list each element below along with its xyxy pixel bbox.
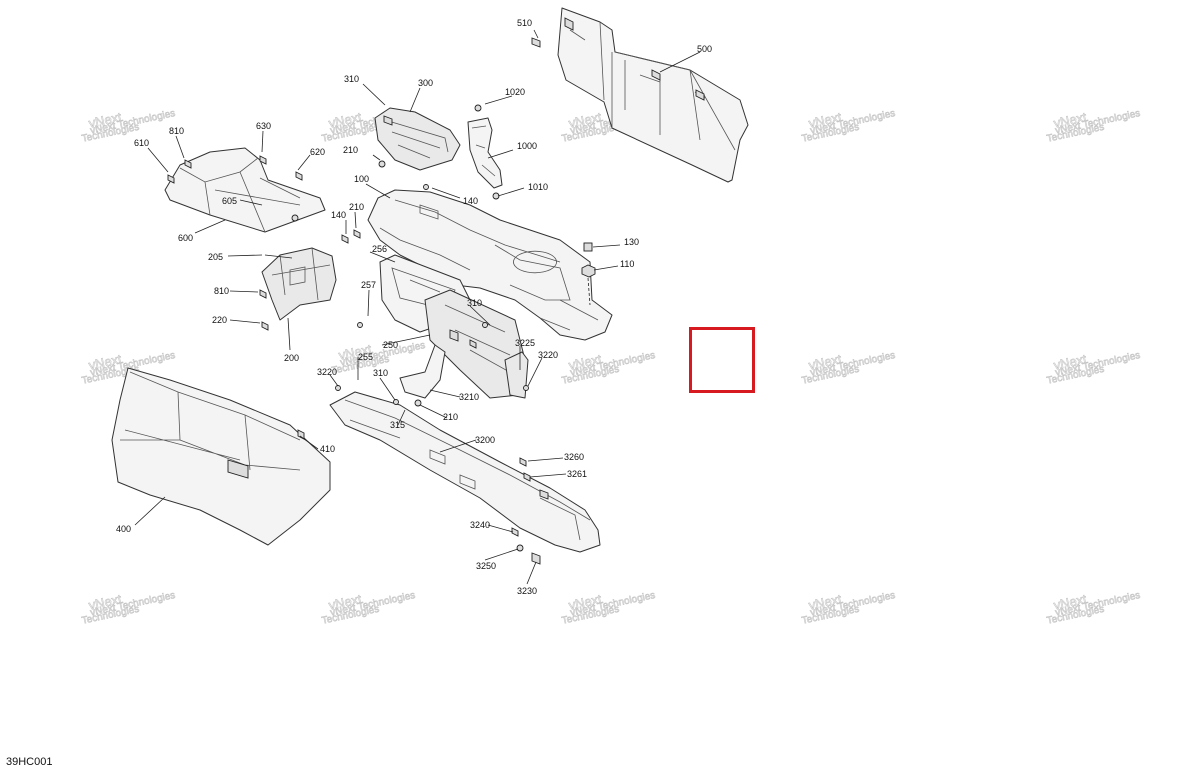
label-620: 620 bbox=[310, 147, 325, 157]
watermark: vNext Technologies vNext Technologies bbox=[561, 350, 657, 387]
part-200-bracket bbox=[259, 247, 337, 331]
watermark: vNext Technologies vNext Technologies bbox=[1046, 108, 1142, 145]
part-400-panel bbox=[111, 367, 331, 546]
label-1010: 1010 bbox=[528, 182, 548, 192]
label-210: 210 bbox=[349, 202, 364, 212]
label-140: 140 bbox=[463, 196, 478, 206]
leader-lines bbox=[134, 29, 701, 585]
svg-text:vNext: vNext bbox=[567, 109, 603, 131]
part-3200-frame-rail bbox=[329, 391, 601, 565]
label-205: 205 bbox=[208, 252, 223, 262]
part-110-nut bbox=[581, 264, 596, 306]
label-605: 605 bbox=[222, 196, 237, 206]
svg-text:vNext: vNext bbox=[1052, 591, 1088, 613]
svg-text:vNext: vNext bbox=[807, 351, 843, 373]
diagram-reference-code: 39HC001 bbox=[6, 756, 53, 768]
svg-text:vNext: vNext bbox=[327, 109, 363, 131]
label-210: 210 bbox=[343, 145, 358, 155]
label-3261: 3261 bbox=[567, 469, 587, 479]
label-3200: 3200 bbox=[475, 435, 495, 445]
label-400: 400 bbox=[116, 524, 131, 534]
label-630: 630 bbox=[256, 121, 271, 131]
label-256: 256 bbox=[372, 244, 387, 254]
part-600-tray bbox=[164, 147, 326, 233]
label-110: 110 bbox=[620, 259, 634, 269]
label-310: 310 bbox=[467, 298, 482, 308]
label-200: 200 bbox=[284, 353, 299, 363]
svg-text:vNext: vNext bbox=[807, 109, 843, 131]
svg-text:vNext: vNext bbox=[807, 591, 843, 613]
label-310: 310 bbox=[373, 368, 388, 378]
label-300: 300 bbox=[418, 78, 433, 88]
label-610: 610 bbox=[134, 138, 149, 148]
watermark: vNext Technologies vNext Technologies bbox=[801, 350, 897, 387]
svg-text:vNext: vNext bbox=[337, 341, 373, 363]
svg-text:vNext: vNext bbox=[87, 351, 123, 373]
watermark: vNext Technologies vNext Technologies bbox=[801, 590, 897, 627]
watermark: vNext Technologies vNext Technologies bbox=[561, 590, 657, 627]
label-3260: 3260 bbox=[564, 452, 584, 462]
label-220: 220 bbox=[212, 315, 227, 325]
label-410: 410 bbox=[320, 444, 335, 454]
part-300-console-top bbox=[374, 107, 461, 171]
label-510: 510 bbox=[517, 18, 532, 28]
svg-text:vNext: vNext bbox=[567, 351, 603, 373]
label-3225: 3225 bbox=[515, 338, 535, 348]
label-3230: 3230 bbox=[517, 586, 537, 596]
label-3220: 3220 bbox=[538, 350, 558, 360]
part-500-panel bbox=[557, 7, 749, 183]
watermark: vNext Technologies vNext Technologies bbox=[1046, 590, 1142, 627]
svg-text:vNext: vNext bbox=[87, 109, 123, 131]
label-3220: 3220 bbox=[317, 367, 337, 377]
watermark: vNext Technologies vNext Technologies bbox=[801, 108, 897, 145]
label-1000: 1000 bbox=[517, 141, 537, 151]
svg-text:vNext: vNext bbox=[1052, 351, 1088, 373]
label-210: 210 bbox=[443, 412, 458, 422]
label-3250: 3250 bbox=[476, 561, 496, 571]
label-1020: 1020 bbox=[505, 87, 525, 97]
label-100: 100 bbox=[354, 174, 369, 184]
label-140: 140 bbox=[331, 210, 346, 220]
label-130: 130 bbox=[624, 237, 639, 247]
label-257: 257 bbox=[361, 280, 376, 290]
label-310: 310 bbox=[344, 74, 359, 84]
fasteners bbox=[335, 160, 529, 405]
label-500: 500 bbox=[697, 44, 712, 54]
label-250: 250 bbox=[383, 340, 398, 350]
part-3225-bracket bbox=[504, 351, 529, 399]
label-600: 600 bbox=[178, 233, 193, 243]
watermark: vNext Technologies vNext Technologies bbox=[81, 108, 177, 145]
part-3210-bracket bbox=[399, 344, 446, 407]
watermark: vNext Technologies vNext Technologies bbox=[1046, 350, 1142, 387]
svg-text:vNext: vNext bbox=[327, 591, 363, 613]
label-255: 255 bbox=[358, 352, 373, 362]
part-labels: 510 500 310 300 1020 1000 1010 210 100 1… bbox=[116, 18, 712, 596]
svg-text:vNext: vNext bbox=[87, 591, 123, 613]
label-315: 315 bbox=[390, 420, 405, 430]
label-810: 810 bbox=[214, 286, 229, 296]
watermark: vNext Technologies vNext Technologies bbox=[81, 590, 177, 627]
part-100-central-console bbox=[367, 189, 613, 341]
label-3240: 3240 bbox=[470, 520, 490, 530]
label-810: 810 bbox=[169, 126, 184, 136]
label-3210: 3210 bbox=[459, 392, 479, 402]
part-1000-bracket bbox=[467, 104, 503, 200]
part-130-bolt bbox=[583, 242, 593, 252]
part-510-clip bbox=[531, 37, 541, 48]
watermark: vNext Technologies vNext Technologies bbox=[321, 590, 417, 627]
selection-highlight-box[interactable] bbox=[689, 327, 755, 393]
svg-text:vNext: vNext bbox=[567, 591, 603, 613]
svg-text:vNext: vNext bbox=[1052, 109, 1088, 131]
